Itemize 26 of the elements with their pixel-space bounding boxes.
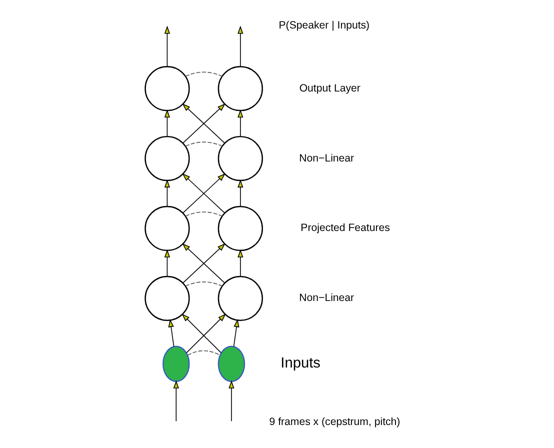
arrow	[164, 109, 170, 137]
label: Non−Linear	[299, 152, 354, 164]
label: Non−Linear	[299, 292, 354, 304]
connector	[185, 142, 223, 147]
arrow	[228, 380, 234, 422]
label: 9 frames x (cepstrum, pitch)	[269, 416, 400, 428]
connector	[185, 72, 223, 77]
arrow	[164, 249, 170, 277]
arrow	[238, 249, 244, 277]
node-circle	[162, 346, 190, 382]
label: Projected Features	[300, 222, 390, 234]
connector	[185, 212, 223, 217]
connector	[185, 282, 223, 286]
arrow	[173, 380, 179, 422]
arrow	[164, 179, 170, 207]
arrow	[238, 109, 244, 137]
label: Output Layer	[299, 82, 360, 94]
label: P(Speaker | Inputs)	[278, 20, 370, 32]
arrow	[238, 26, 244, 67]
node-circle	[218, 346, 246, 382]
arrow	[233, 318, 240, 348]
label: Inputs	[280, 355, 321, 372]
arrow	[168, 318, 174, 348]
connector	[187, 350, 220, 356]
arrow	[164, 26, 170, 67]
arrow	[238, 179, 244, 207]
